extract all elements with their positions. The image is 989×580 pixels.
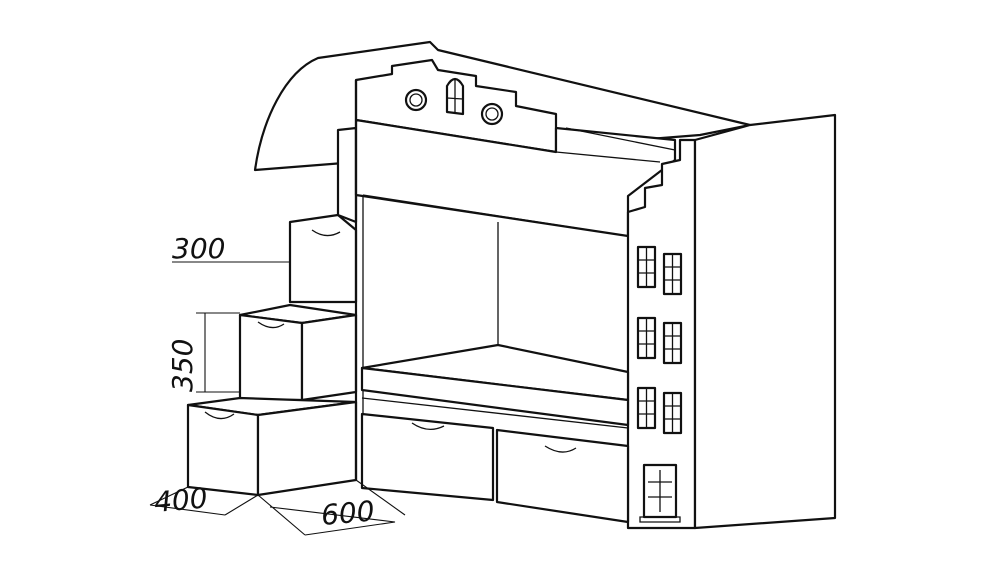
- lower-bunk-back: [362, 194, 629, 345]
- dim-depth-400: 400: [153, 481, 209, 519]
- dim-step-height-300: 300: [172, 232, 225, 265]
- right-side-panel: [693, 113, 837, 530]
- round-window-right: [480, 102, 504, 126]
- stair-post: [336, 126, 358, 224]
- bed-frame: [354, 58, 837, 530]
- stair-step-top: [288, 213, 358, 304]
- dim-step-height-350: 350: [166, 339, 199, 392]
- stair-step-top-handle: [311, 229, 341, 237]
- dimension-lines: [149, 261, 406, 536]
- dim-width-600: 600: [320, 494, 376, 532]
- stair-step-bottom-handle: [204, 411, 235, 420]
- stair-storage: [186, 126, 358, 497]
- stair-step-middle-handle: [257, 321, 285, 329]
- facade-windows: [636, 245, 683, 523]
- stair-step-bottom-side: [256, 400, 358, 497]
- drawer-left: [360, 412, 495, 502]
- lower-mattress-front: [360, 366, 630, 427]
- stair-step-middle-side: [300, 313, 358, 402]
- round-window-left: [404, 88, 428, 112]
- drawer-right: [495, 428, 630, 524]
